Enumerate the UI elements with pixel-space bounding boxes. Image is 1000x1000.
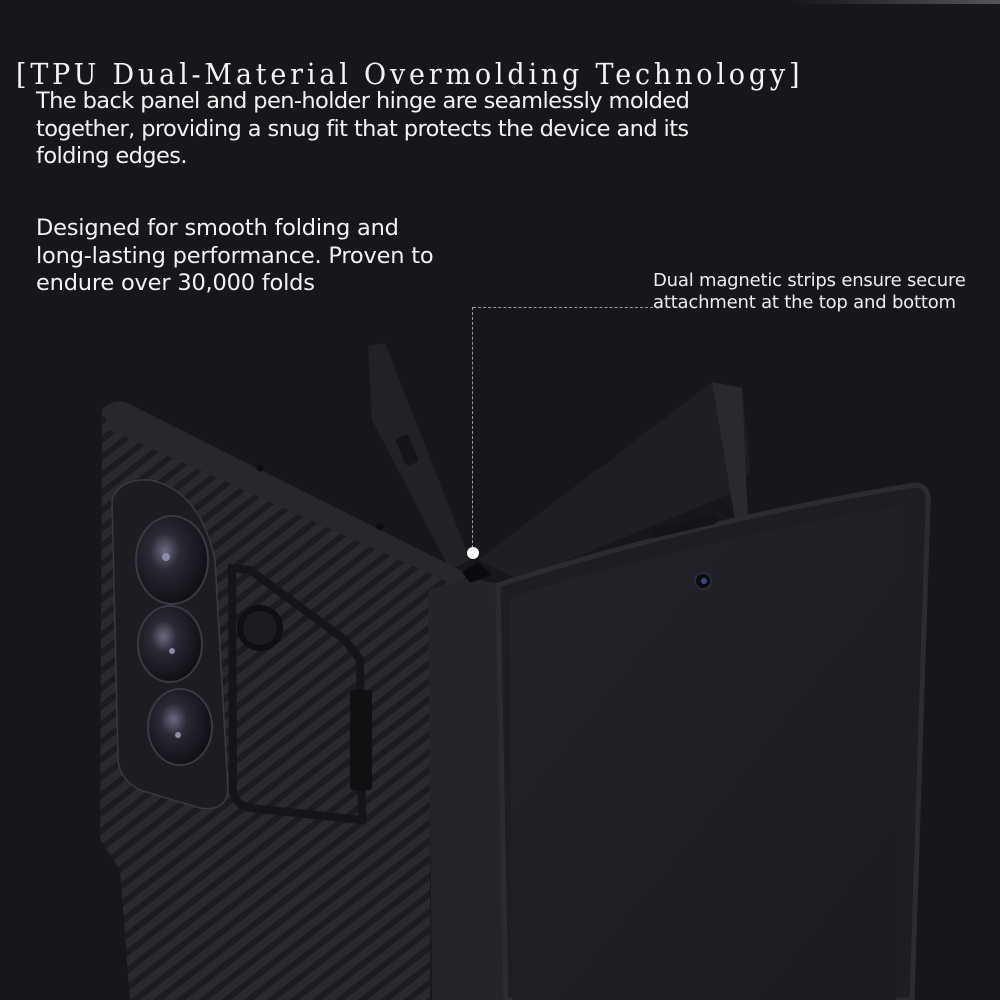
kickstand bbox=[227, 563, 372, 825]
callout-leader-line-vertical bbox=[472, 307, 473, 553]
top-edge-highlight bbox=[790, 0, 1000, 4]
magnetic-strips-callout: Dual magnetic strips ensure secure attac… bbox=[653, 270, 966, 313]
feature-title: [TPU Dual-Material Overmolding Technolog… bbox=[16, 57, 804, 92]
magnetic-flap-right bbox=[478, 382, 750, 580]
callout-leader-line-horizontal bbox=[473, 307, 653, 308]
pen-holder-flap-left bbox=[368, 343, 470, 570]
overmolding-description: The back panel and pen-holder hinge are … bbox=[36, 88, 690, 169]
callout-anchor-dot bbox=[467, 547, 479, 559]
hinge-spine bbox=[428, 562, 510, 1000]
front-screen-panel bbox=[495, 482, 931, 1000]
camera-module bbox=[111, 479, 229, 810]
durability-description: Designed for smooth folding and long-las… bbox=[36, 215, 434, 296]
